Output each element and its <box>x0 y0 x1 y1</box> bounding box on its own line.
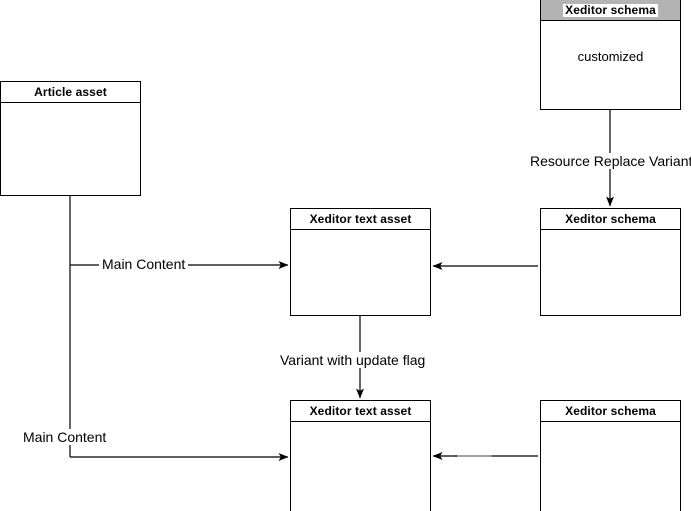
node-xeditor-schema-middle-title: Xeditor schema <box>565 212 656 226</box>
node-xeditor-text-asset-top-body <box>291 230 430 315</box>
node-xeditor-text-asset-bottom-header: Xeditor text asset <box>291 401 430 422</box>
node-xeditor-schema-bottom-header: Xeditor schema <box>541 401 680 422</box>
node-xeditor-schema-customized-body-text: customized <box>577 48 644 64</box>
node-article-asset[interactable]: Article asset <box>0 81 141 196</box>
edge-label-variant-with-update-flag: Variant with update flag <box>277 352 429 368</box>
node-article-asset-header: Article asset <box>1 82 140 103</box>
node-xeditor-text-asset-bottom[interactable]: Xeditor text asset <box>290 400 431 511</box>
node-xeditor-schema-customized-body: customized <box>541 21 680 109</box>
node-article-asset-body <box>1 103 140 195</box>
node-xeditor-schema-customized-title: Xeditor schema <box>563 2 658 17</box>
edge-label-main-content-top: Main Content <box>99 256 189 272</box>
edge-label-resource-replace-variant: Resource Replace Variant <box>527 153 691 169</box>
node-xeditor-text-asset-top-title: Xeditor text asset <box>309 212 412 226</box>
node-xeditor-schema-middle-body <box>541 230 680 315</box>
node-xeditor-text-asset-bottom-body <box>291 422 430 511</box>
node-xeditor-text-asset-bottom-title: Xeditor text asset <box>309 404 412 418</box>
node-xeditor-schema-customized-header: Xeditor schema <box>541 0 680 21</box>
node-xeditor-schema-bottom-body <box>541 422 680 511</box>
node-article-asset-title: Article asset <box>34 85 107 99</box>
node-xeditor-schema-bottom-title: Xeditor schema <box>565 404 656 418</box>
node-xeditor-text-asset-top[interactable]: Xeditor text asset <box>290 208 431 316</box>
node-xeditor-schema-bottom[interactable]: Xeditor schema <box>540 400 681 511</box>
node-xeditor-schema-middle-header: Xeditor schema <box>541 209 680 230</box>
node-xeditor-schema-customized[interactable]: Xeditor schema customized <box>540 0 681 110</box>
node-xeditor-schema-middle[interactable]: Xeditor schema <box>540 208 681 316</box>
edge-label-main-content-bottom: Main Content <box>20 429 110 445</box>
node-xeditor-text-asset-top-header: Xeditor text asset <box>291 209 430 230</box>
